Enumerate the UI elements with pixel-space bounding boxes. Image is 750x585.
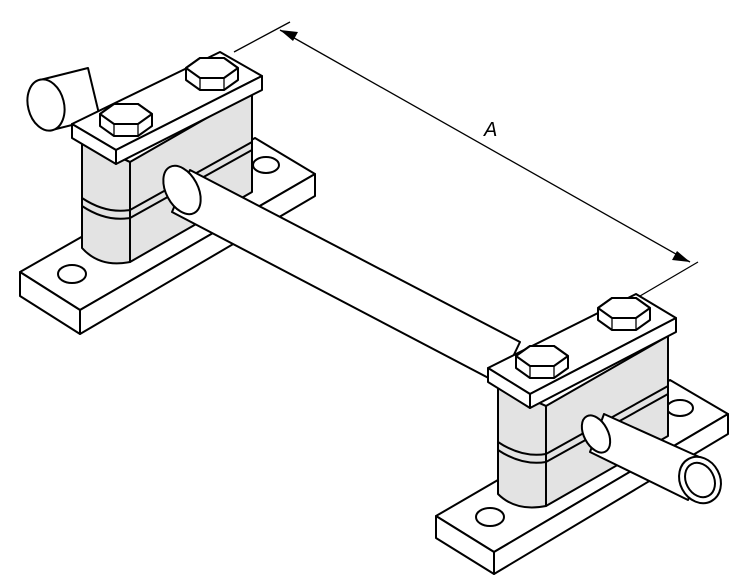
left-rear-hex-bolt — [185, 57, 239, 91]
main-pipe-left-end — [162, 164, 202, 216]
left-front-bolt-hole — [57, 264, 87, 284]
right-stub-pipe — [580, 413, 722, 505]
left-front-hex-bolt — [99, 103, 153, 137]
dimension-line — [279, 29, 691, 263]
right-front-bolt-hole — [475, 507, 505, 527]
dimension-extension-line-left — [233, 21, 291, 53]
dimension-a: A — [233, 21, 699, 297]
right-rear-bolt-hole — [666, 399, 694, 417]
right-clamp-assembly — [435, 293, 729, 575]
right-rear-hex-bolt — [597, 297, 651, 331]
right-front-hex-bolt — [515, 345, 569, 379]
dimension-arrow-right-icon — [672, 251, 690, 262]
left-rear-bolt-hole — [252, 156, 280, 174]
dimension-label: A — [483, 119, 497, 141]
dimension-extension-line-right — [639, 261, 699, 297]
dimension-arrow-left-icon — [280, 30, 298, 41]
main-pipe — [162, 164, 521, 385]
